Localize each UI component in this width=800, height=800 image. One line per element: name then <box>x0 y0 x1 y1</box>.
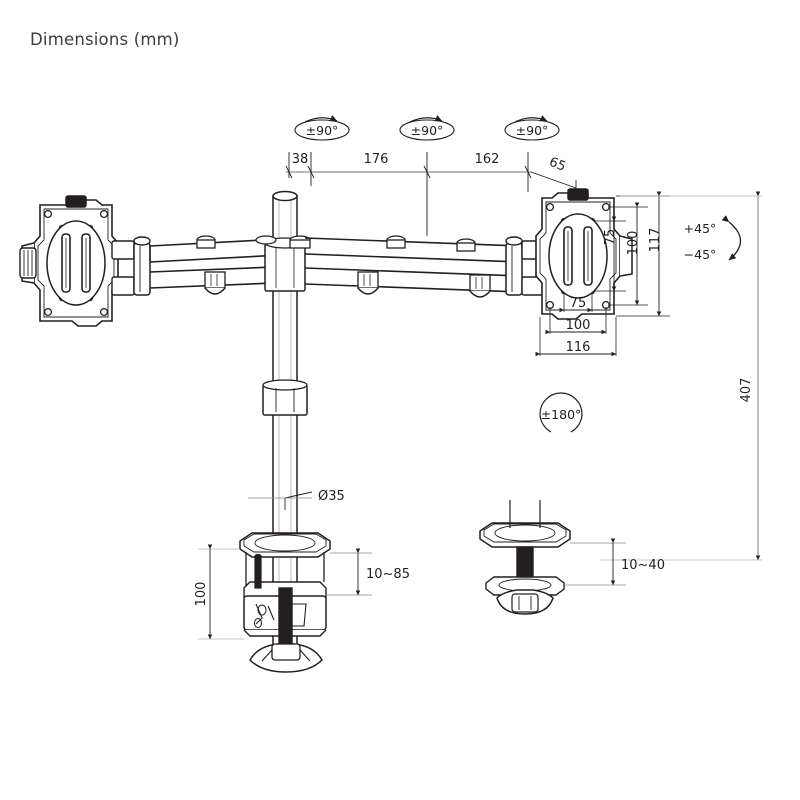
dim-top-38: 38 <box>292 152 309 167</box>
arm-joint-knob-2 <box>386 235 406 249</box>
dim-clamp-range: 10~85 <box>366 567 410 582</box>
desk-clamp <box>239 532 331 673</box>
right-vesa-plate <box>535 188 633 320</box>
left-vesa-plate <box>19 195 119 327</box>
dim-top-162: 162 <box>475 152 500 167</box>
rotation-indicator-right <box>504 115 560 141</box>
dim-vesa-h-116: 116 <box>566 340 591 355</box>
grommet-mount <box>479 500 571 615</box>
dim-base-100: 100 <box>194 582 209 607</box>
upper-arm-right <box>304 235 521 263</box>
right-arm-pivot-block <box>505 236 545 296</box>
rotation-label-left: ±90° <box>306 123 339 138</box>
dim-vesa-h-75: 75 <box>570 296 587 311</box>
dim-overall-407: 407 <box>739 378 754 403</box>
left-arm-pivot-block <box>111 236 151 296</box>
swivel-indicator <box>539 392 583 433</box>
arm-joint-knob-3 <box>456 238 476 252</box>
tension-screw-1 <box>204 271 226 295</box>
rotation-indicator-middle <box>399 115 455 141</box>
swivel-label: ±180° <box>541 407 582 422</box>
pole-diameter-leader <box>248 491 313 510</box>
tension-screw-3 <box>469 274 491 298</box>
clamp-range-dimension <box>326 548 372 596</box>
tilt-indicator <box>721 215 742 261</box>
tilt-label-down: −45° <box>684 247 717 262</box>
arm-hub-clamp <box>255 235 311 292</box>
dim-grommet-range: 10~40 <box>621 558 665 573</box>
rotation-label-right: ±90° <box>516 123 549 138</box>
overall-height-dimension <box>600 191 762 561</box>
lower-arm-right <box>304 267 521 298</box>
rotation-indicator-left <box>294 115 350 141</box>
tilt-label-up: +45° <box>684 221 717 236</box>
tension-screw-2 <box>357 271 379 295</box>
dim-vesa-v-75: 75 <box>603 229 618 246</box>
dim-top-176: 176 <box>364 152 389 167</box>
page-title: Dimensions (mm) <box>30 30 180 49</box>
clamp-base-dimension <box>198 544 244 640</box>
arm-joint-knob-1 <box>196 235 216 249</box>
dim-pole-diameter: Ø35 <box>318 489 345 504</box>
dim-vesa-v-117: 117 <box>648 228 663 253</box>
dim-vesa-h-100: 100 <box>566 318 591 333</box>
rotation-label-middle: ±90° <box>411 123 444 138</box>
top-dimension-chain <box>285 152 577 236</box>
dim-top-65: 65 <box>547 155 568 175</box>
vesa-horizontal-dimensions <box>535 293 617 357</box>
pole-collar <box>262 379 308 416</box>
grommet-range-dimension <box>564 538 626 586</box>
dim-vesa-v-100: 100 <box>626 231 641 256</box>
